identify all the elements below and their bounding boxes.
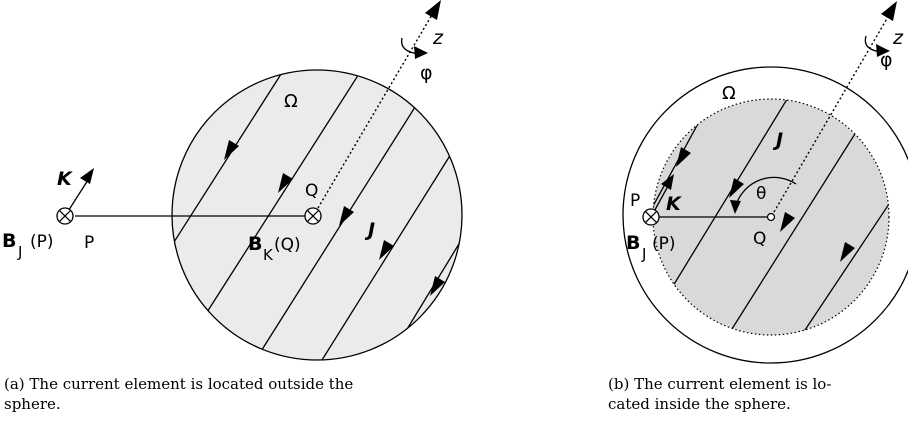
point-q-b <box>766 212 776 222</box>
k-vector-arrowhead <box>80 168 94 184</box>
caption-b-line2: cated inside the sphere. <box>608 395 791 413</box>
k-label-a: K <box>57 168 73 190</box>
phi-label-b: φ <box>880 49 893 71</box>
caption-a-line2: sphere. <box>4 395 61 413</box>
p-label-b: P <box>630 191 640 211</box>
current-lines-a <box>172 70 462 360</box>
b-subscript: J <box>641 245 646 263</box>
b-subscript: J <box>17 243 22 261</box>
caption-b: (b) The current element is lo- cated ins… <box>608 374 908 414</box>
otimes-p-b <box>642 208 660 226</box>
caption-b-line1: (b) The current element is lo- <box>608 375 832 393</box>
q-label-b: Q <box>753 229 766 249</box>
current-arrowheads-a <box>224 140 445 296</box>
p-label-a: P <box>84 233 94 253</box>
arrowhead <box>430 276 445 296</box>
current-line <box>172 70 291 265</box>
omega-label-a: Ω <box>284 91 298 112</box>
bj-of-p-label-b: B J (P) <box>626 232 676 263</box>
theta-arc <box>735 176 797 206</box>
b-symbol: B <box>626 232 640 254</box>
omega-label-b: Ω <box>722 83 736 104</box>
current-lines-b <box>653 99 889 335</box>
b-subscript: K <box>263 246 274 264</box>
b-symbol: B <box>248 233 262 255</box>
current-line <box>724 109 871 335</box>
otimes-q-a <box>304 207 322 225</box>
theta-label-b: θ <box>756 184 766 204</box>
q-label-a: Q <box>305 181 318 201</box>
arrowhead <box>224 140 239 160</box>
current-arrowheads-b <box>676 147 855 262</box>
caption-a-line1: (a) The current element is located outsi… <box>4 375 354 393</box>
current-line <box>321 145 457 360</box>
phi-arrowhead <box>414 46 428 59</box>
arrowhead <box>840 242 855 262</box>
bk-of-q-label-a: B K (Q) <box>248 233 301 264</box>
phi-label-a: φ <box>420 62 433 84</box>
figure-b: Ω z φ J θ K P Q B J (P) <box>622 1 908 364</box>
caption-a: (a) The current element is located outsi… <box>4 374 464 414</box>
otimes-p-a <box>56 207 74 225</box>
z-axis-arrowhead <box>425 0 441 20</box>
z-axis-b <box>773 9 893 213</box>
arrowhead <box>339 206 354 226</box>
arrowhead <box>729 178 744 198</box>
z-label-b: z <box>892 27 904 49</box>
arrowhead <box>676 147 691 167</box>
theta-arrowhead <box>730 200 741 214</box>
b-argument: (Q) <box>274 235 301 255</box>
phi-arrowhead <box>876 44 890 57</box>
z-label-a: z <box>432 27 444 49</box>
k-label-b: K <box>666 193 682 215</box>
b-argument: (P) <box>652 234 676 254</box>
b-symbol: B <box>2 230 16 252</box>
current-line <box>257 95 423 357</box>
figure-a: Ω z φ K J Q P B J (P) B K (Q) <box>2 0 463 361</box>
j-label-a: J <box>364 219 375 241</box>
current-line <box>794 179 889 335</box>
current-line <box>201 70 365 321</box>
b-argument: (P) <box>30 232 54 252</box>
z-axis-a <box>317 7 437 209</box>
current-line <box>397 233 462 345</box>
bj-of-p-label-a: B J (P) <box>2 230 54 261</box>
z-axis-arrowhead <box>881 1 897 21</box>
j-label-b: J <box>772 129 783 151</box>
arrowhead <box>379 240 394 260</box>
k-vector-arrowhead <box>661 174 674 190</box>
arrowhead <box>780 212 795 232</box>
current-line <box>653 119 701 231</box>
arrowhead <box>278 173 293 193</box>
